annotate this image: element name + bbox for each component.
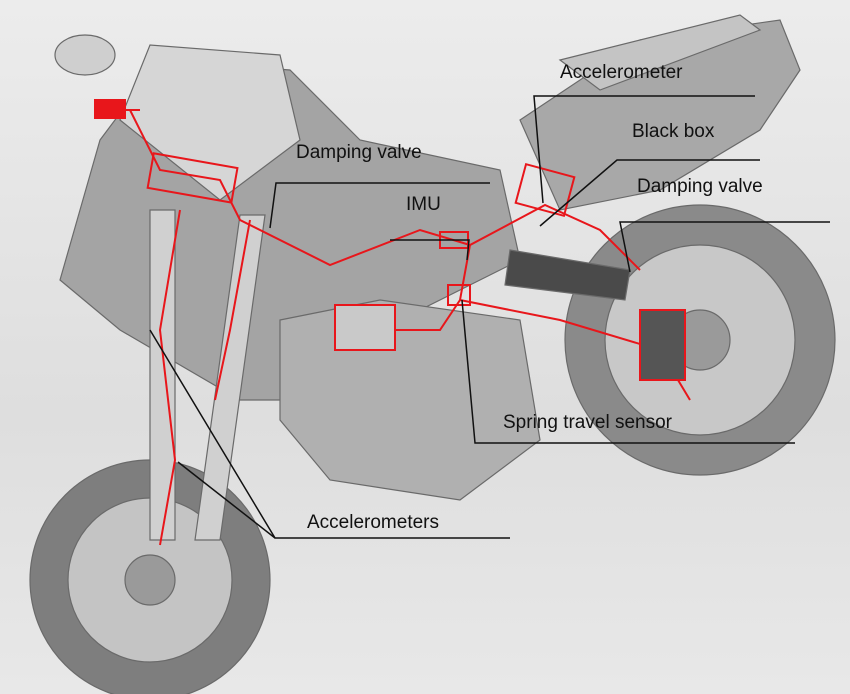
label-black-box: Black box [632, 121, 715, 142]
leader-damping-valve-rear [619, 221, 830, 273]
motorcycle-silhouette [29, 14, 836, 694]
label-spring-travel-sensor: Spring travel sensor [503, 412, 672, 433]
leader-damping-valve-front [269, 182, 490, 229]
leader-accelerometers-2 [177, 461, 276, 539]
wiring [94, 99, 691, 546]
rear-shock [504, 249, 631, 301]
leader-black-box [539, 159, 760, 227]
label-accelerometer: Accelerometer [560, 62, 683, 83]
label-damping-valve-front: Damping valve [296, 142, 422, 163]
leader-lines [149, 95, 830, 539]
label-imu: IMU [406, 194, 441, 215]
label-accelerometers: Accelerometers [307, 512, 439, 533]
leader-spring-travel-sensor [461, 299, 795, 444]
label-damping-valve-rear: Damping valve [637, 176, 763, 197]
leader-imu [390, 239, 470, 261]
leader-accelerometer [533, 95, 755, 204]
